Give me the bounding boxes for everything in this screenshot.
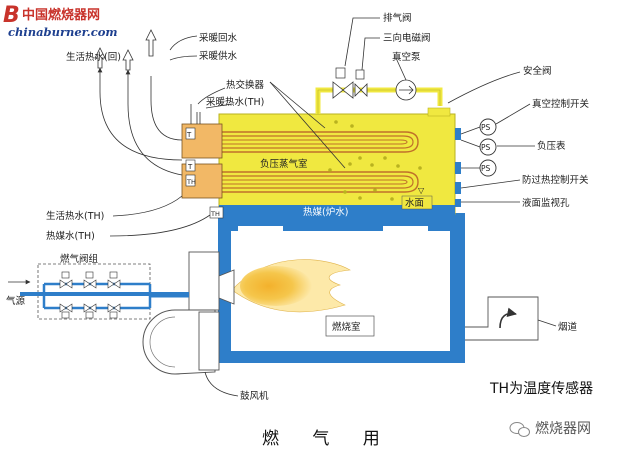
label-heating-return: 采暖回水 (199, 32, 238, 44)
label-flue: 烟道 (558, 321, 578, 333)
flue (465, 296, 539, 341)
label-blower: 鼓风机 (240, 390, 269, 402)
label-heat-exchanger: 热交换器 (226, 79, 265, 91)
diagram-caption: 燃 气 用 (262, 429, 394, 449)
label-gas-source: 气源 (6, 295, 26, 307)
corner-watermark: 燃烧器网 (509, 420, 591, 437)
label-gas-valve-group: 燃气阀组 (60, 253, 99, 265)
t-sensor-2: T (187, 163, 193, 171)
label-vacuum-pump: 真空泵 (392, 51, 421, 63)
label-steam-chamber: 负压蒸气室 (260, 158, 308, 170)
burner-flame (231, 259, 351, 313)
heat-medium-band (219, 205, 455, 217)
brand-watermark: B 中国燃烧器网 chinaburner.com (3, 3, 118, 39)
th-note: TH为温度传感器 (489, 380, 593, 397)
heat-exchanger-coils (200, 131, 419, 193)
brand-site: chinaburner.com (8, 25, 118, 39)
label-heat-medium-water-th: 热媒水(TH) (46, 230, 95, 242)
brand-name: 中国燃烧器网 (22, 7, 100, 23)
label-heating-hot-water-th: 采暖热水(TH) (206, 96, 264, 108)
label-combustion-chamber: 燃烧室 (332, 321, 361, 333)
label-domestic-hot-water-th: 生活热水(TH) (46, 210, 104, 222)
th-sensor-2: TH (210, 210, 220, 218)
water-level-marker: ▽ (418, 186, 425, 195)
chamber-label-box (325, 315, 375, 337)
exhaust-pipe (315, 67, 451, 117)
label-domestic-hot-water-return: 生活热水(回) (66, 51, 121, 63)
water-level-box (401, 195, 433, 210)
corner-watermark-text: 燃烧器网 (535, 420, 591, 437)
pipe-arrows (94, 29, 157, 71)
label-negative-pressure-gauge: 负压表 (537, 140, 566, 152)
brand-letter: B (3, 3, 20, 28)
gas-valve-group (8, 263, 189, 320)
ps-label-3: PS (481, 164, 491, 173)
label-heating-supply: 采暖供水 (199, 50, 238, 62)
t-sensor-1: T (186, 131, 192, 139)
top-pipes (190, 104, 201, 124)
leader-lines (97, 17, 557, 397)
blower (142, 309, 220, 375)
ps-label-1: PS (481, 123, 491, 132)
th-sensor-1: TH (186, 178, 196, 186)
label-safety-valve: 安全阀 (523, 65, 552, 77)
label-sight-glass: 液面监视孔 (522, 197, 570, 209)
burner-head (188, 251, 235, 311)
wechat-icon (509, 422, 530, 437)
label-vacuum-control-switch: 真空控制开关 (532, 98, 590, 110)
label-water-level: 水面 (405, 197, 424, 209)
ps-label-2: PS (481, 143, 491, 152)
label-overheat-control-switch: 防过热控制开关 (522, 174, 589, 186)
coil-headers: T T TH TH (181, 123, 224, 219)
label-exhaust-valve: 排气阀 (383, 12, 412, 24)
steam-chamber-label-bg (258, 157, 324, 170)
label-heat-medium: 热媒(炉水) (303, 206, 348, 218)
pressure-switches: PS PS PS (455, 118, 497, 207)
label-three-way-solenoid: 三向电磁阀 (383, 32, 431, 44)
